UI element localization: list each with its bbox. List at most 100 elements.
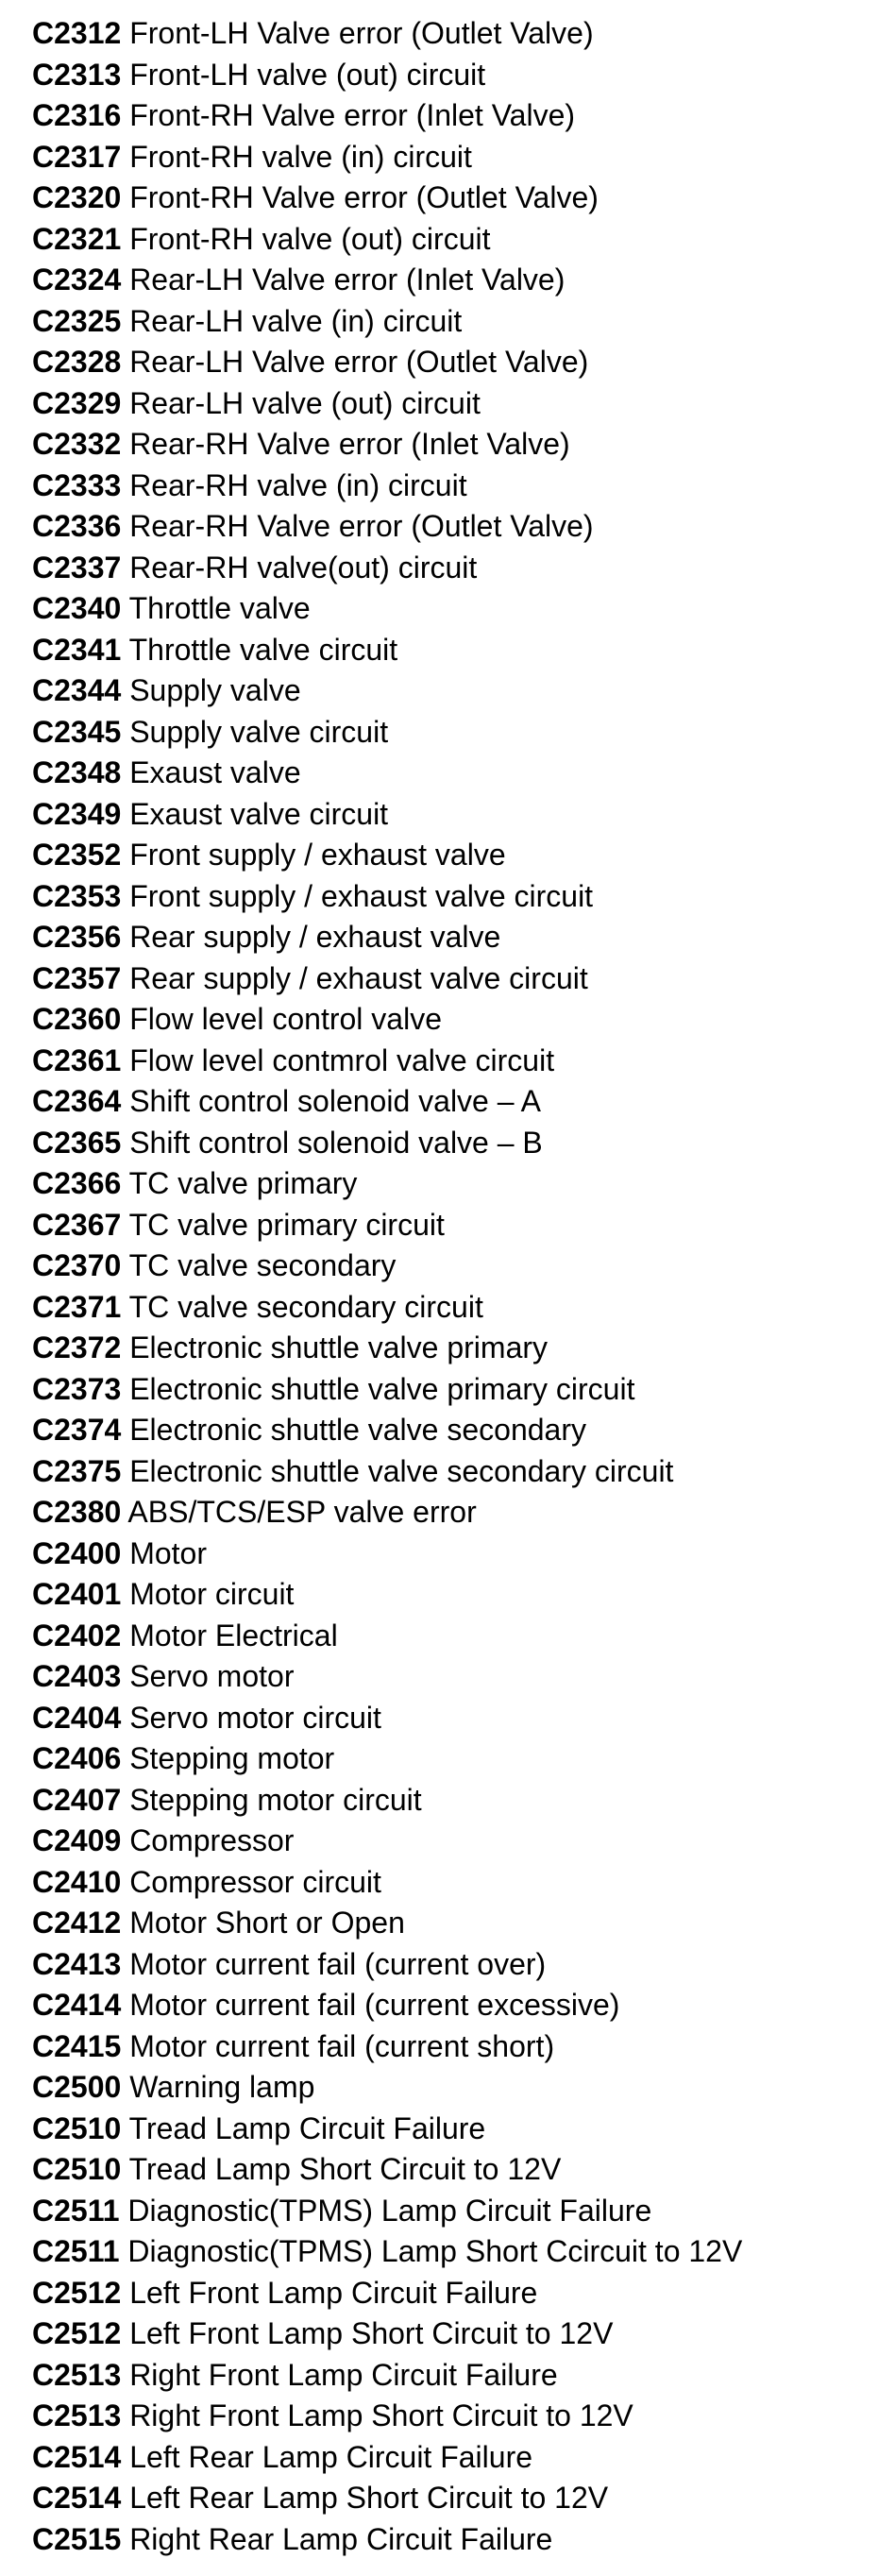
code-number: C2372: [32, 1330, 122, 1364]
code-entry: C2400 Motor: [32, 1534, 882, 1575]
code-number: C2320: [32, 180, 122, 214]
code-description: Supply valve: [129, 673, 301, 707]
code-number: C2340: [32, 591, 122, 625]
code-description: Front supply / exhaust valve: [129, 838, 506, 872]
code-number: C2356: [32, 920, 122, 954]
code-number: C2510: [32, 2110, 122, 2145]
code-description: Motor Electrical: [129, 1618, 338, 1652]
code-description: Supply valve circuit: [129, 714, 389, 749]
code-number: C2401: [32, 1577, 122, 1611]
code-number: C2412: [32, 1906, 122, 1940]
code-entry: C2404 Servo motor circuit: [32, 1698, 882, 1739]
code-number: C2380: [32, 1495, 122, 1529]
code-entry: C2313 Front-LH valve (out) circuit: [32, 55, 882, 96]
code-entry: C2372 Electronic shuttle valve primary: [32, 1328, 882, 1369]
code-entry: C2409 Compressor: [32, 1821, 882, 1862]
code-description: Motor Short or Open: [129, 1906, 405, 1940]
code-number: C2324: [32, 263, 122, 297]
code-number: C2316: [32, 98, 122, 132]
code-number: C2375: [32, 1453, 122, 1488]
code-number: C2325: [32, 303, 122, 338]
code-number: C2415: [32, 2028, 122, 2063]
code-description: Left Rear Lamp Circuit Failure: [129, 2439, 533, 2474]
code-entry: C2512 Left Front Lamp Circuit Failure: [32, 2273, 882, 2314]
code-entry: C2402 Motor Electrical: [32, 1616, 882, 1657]
code-description: Diagnostic(TPMS) Lamp Circuit Failure: [127, 2193, 652, 2228]
code-number: C2410: [32, 1864, 122, 1899]
code-number: C2337: [32, 550, 122, 585]
code-description: Front-RH valve (out) circuit: [129, 221, 491, 256]
code-description: Compressor: [129, 1823, 295, 1857]
code-entry: C2360 Flow level control valve: [32, 999, 882, 1041]
code-entry: C2332 Rear-RH Valve error (Inlet Valve): [32, 424, 882, 466]
code-description: Exaust valve: [129, 755, 301, 789]
code-number: C2373: [32, 1371, 122, 1406]
code-entry: C2340 Throttle valve: [32, 588, 882, 630]
code-description: Rear supply / exhaust valve circuit: [129, 960, 588, 995]
code-description: Flow level control valve: [129, 1002, 442, 1036]
code-description: Tread Lamp Short Circuit to 12V: [128, 2152, 562, 2186]
code-description: ABS/TCS/ESP valve error: [127, 1495, 477, 1529]
code-number: C2367: [32, 1207, 122, 1242]
code-entry: C2348 Exaust valve: [32, 753, 882, 794]
code-description: Motor circuit: [129, 1577, 295, 1611]
code-number: C2357: [32, 960, 122, 995]
dtc-code-list: C2312 Front-LH Valve error (Outlet Valve…: [32, 13, 882, 2560]
code-number: C2403: [32, 1659, 122, 1693]
code-entry: C2375 Electronic shuttle valve secondary…: [32, 1451, 882, 1493]
code-entry: C2356 Rear supply / exhaust valve: [32, 917, 882, 958]
code-entry: C2357 Rear supply / exhaust valve circui…: [32, 958, 882, 1000]
code-entry: C2370 TC valve secondary: [32, 1246, 882, 1287]
code-description: Motor: [129, 1535, 207, 1570]
code-entry: C2401 Motor circuit: [32, 1574, 882, 1616]
code-number: C2364: [32, 1084, 122, 1118]
code-number: C2404: [32, 1700, 122, 1735]
code-entry: C2317 Front-RH valve (in) circuit: [32, 137, 882, 178]
code-entry: C2406 Stepping motor: [32, 1738, 882, 1780]
code-number: C2371: [32, 1289, 122, 1324]
code-description: Motor current fail (current excessive): [129, 1988, 620, 2022]
code-description: Electronic shuttle valve primary circuit: [129, 1371, 635, 1406]
code-description: Motor current fail (current over): [129, 1946, 547, 1981]
code-description: Rear-LH Valve error (Inlet Valve): [129, 263, 566, 297]
code-entry: C2365 Shift control solenoid valve – B: [32, 1123, 882, 1164]
code-description: Servo motor circuit: [129, 1700, 381, 1735]
code-entry: C2413 Motor current fail (current over): [32, 1944, 882, 1986]
code-entry: C2513 Right Front Lamp Short Circuit to …: [32, 2396, 882, 2437]
code-number: C2406: [32, 1741, 122, 1775]
code-entry: C2353 Front supply / exhaust valve circu…: [32, 876, 882, 918]
code-description: TC valve primary: [128, 1166, 358, 1200]
code-number: C2349: [32, 796, 122, 831]
code-entry: C2403 Servo motor: [32, 1656, 882, 1698]
code-description: Rear-RH Valve error (Outlet Valve): [129, 509, 594, 543]
code-entry: C2345 Supply valve circuit: [32, 712, 882, 754]
code-description: Front-RH Valve error (Inlet Valve): [129, 98, 576, 132]
code-description: TC valve secondary circuit: [128, 1289, 483, 1324]
code-description: Diagnostic(TPMS) Lamp Short Ccircuit to …: [127, 2234, 743, 2268]
code-number: C2500: [32, 2070, 122, 2104]
code-entry: C2513 Right Front Lamp Circuit Failure: [32, 2355, 882, 2397]
code-number: C2348: [32, 755, 122, 789]
code-entry: C2415 Motor current fail (current short): [32, 2026, 882, 2068]
code-number: C2402: [32, 1618, 122, 1652]
code-entry: C2511 Diagnostic(TPMS) Lamp Short Ccircu…: [32, 2231, 882, 2273]
code-number: C2511: [32, 2193, 120, 2228]
code-description: Left Front Lamp Short Circuit to 12V: [129, 2316, 614, 2350]
code-number: C2352: [32, 838, 122, 872]
code-description: Exaust valve circuit: [129, 796, 389, 831]
code-entry: C2371 TC valve secondary circuit: [32, 1287, 882, 1329]
code-number: C2317: [32, 139, 122, 174]
code-number: C2344: [32, 673, 122, 707]
code-description: Right Front Lamp Circuit Failure: [129, 2357, 558, 2392]
code-entry: C2333 Rear-RH valve (in) circuit: [32, 466, 882, 507]
code-entry: C2514 Left Rear Lamp Short Circuit to 12…: [32, 2478, 882, 2519]
code-entry: C2407 Stepping motor circuit: [32, 1780, 882, 1822]
code-entry: C2361 Flow level contmrol valve circuit: [32, 1041, 882, 1082]
code-description: TC valve primary circuit: [128, 1207, 445, 1242]
code-number: C2514: [32, 2439, 122, 2474]
code-entry: C2337 Rear-RH valve(out) circuit: [32, 548, 882, 589]
code-description: Stepping motor: [129, 1741, 335, 1775]
code-number: C2400: [32, 1535, 122, 1570]
code-entry: C2515 Right Rear Lamp Circuit Failure: [32, 2519, 882, 2561]
code-description: Front-RH Valve error (Outlet Valve): [129, 180, 599, 214]
